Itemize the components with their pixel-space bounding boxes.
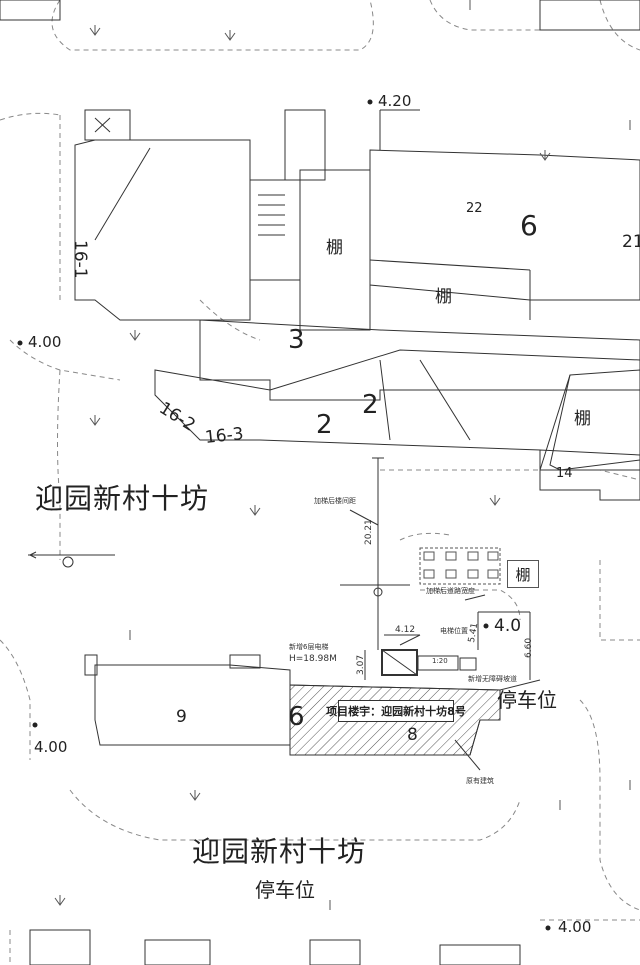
annotation-elevator-height: H=18.98M — [289, 654, 337, 664]
dim-20-21: 20.21 — [364, 519, 374, 545]
project-building-label: 项目楼宇：迎园新村十坊8号 — [326, 700, 466, 722]
annotation-accessible-ramp: 新增无障碍坡道 — [468, 675, 517, 683]
shed-label-1: 棚 — [326, 238, 343, 258]
building-2b: 2 — [316, 410, 333, 440]
annotation-elevator-spacing: 加梯后楼间距 — [314, 497, 356, 505]
vegetation-marks — [54, 0, 631, 910]
dim-4-12: 4.12 — [395, 625, 416, 635]
annotation-ramp-ratio: 1:20 — [432, 657, 448, 665]
annotation-road-width: 加梯后道路宽度 — [426, 587, 475, 595]
building-22: 22 — [466, 201, 483, 216]
parking-label-bottom: 停车位 — [255, 878, 315, 902]
building-14: 14 — [556, 466, 573, 481]
building-3: 3 — [288, 325, 305, 355]
building-21: 21 — [622, 232, 640, 252]
elevation-4-00-left: 4.00 — [28, 333, 62, 351]
building-16-1: 16-1 — [70, 240, 90, 279]
dim-6-60: 6.60 — [524, 637, 534, 658]
dimension-lines — [28, 457, 541, 771]
shed-label-4: 棚 — [507, 560, 539, 588]
area-name-top: 迎园新村十坊 — [35, 482, 210, 515]
annotation-new-elevator: 新增6层电梯 — [289, 643, 329, 651]
building-16-3: 16-3 — [204, 424, 245, 448]
area-name-bottom: 迎园新村十坊 — [192, 835, 367, 868]
elevation-4-00-bottom-right: 4.00 — [558, 918, 592, 936]
building-8: 8 — [407, 725, 418, 745]
shed-label-2: 棚 — [435, 287, 452, 307]
parking-slots — [419, 547, 501, 585]
annotation-elevator-position: 电梯位置 — [440, 627, 468, 635]
annotation-existing-building: 原有建筑 — [466, 777, 494, 785]
building-6a: 6 — [520, 209, 538, 242]
elevation-4-00-bottom-left: 4.00 — [34, 738, 68, 756]
building-9: 9 — [176, 707, 187, 727]
shed-label-3: 棚 — [574, 409, 591, 429]
elevation-4-20: 4.20 — [378, 92, 412, 110]
elevation-dots — [17, 99, 551, 931]
building-2a: 2 — [362, 390, 379, 420]
building-6b: 6 — [288, 702, 305, 732]
dim-3-07: 3.07 — [356, 654, 366, 675]
parking-label-right: 停车位 — [497, 688, 557, 712]
elevation-4-0: 4.0 — [494, 616, 522, 636]
